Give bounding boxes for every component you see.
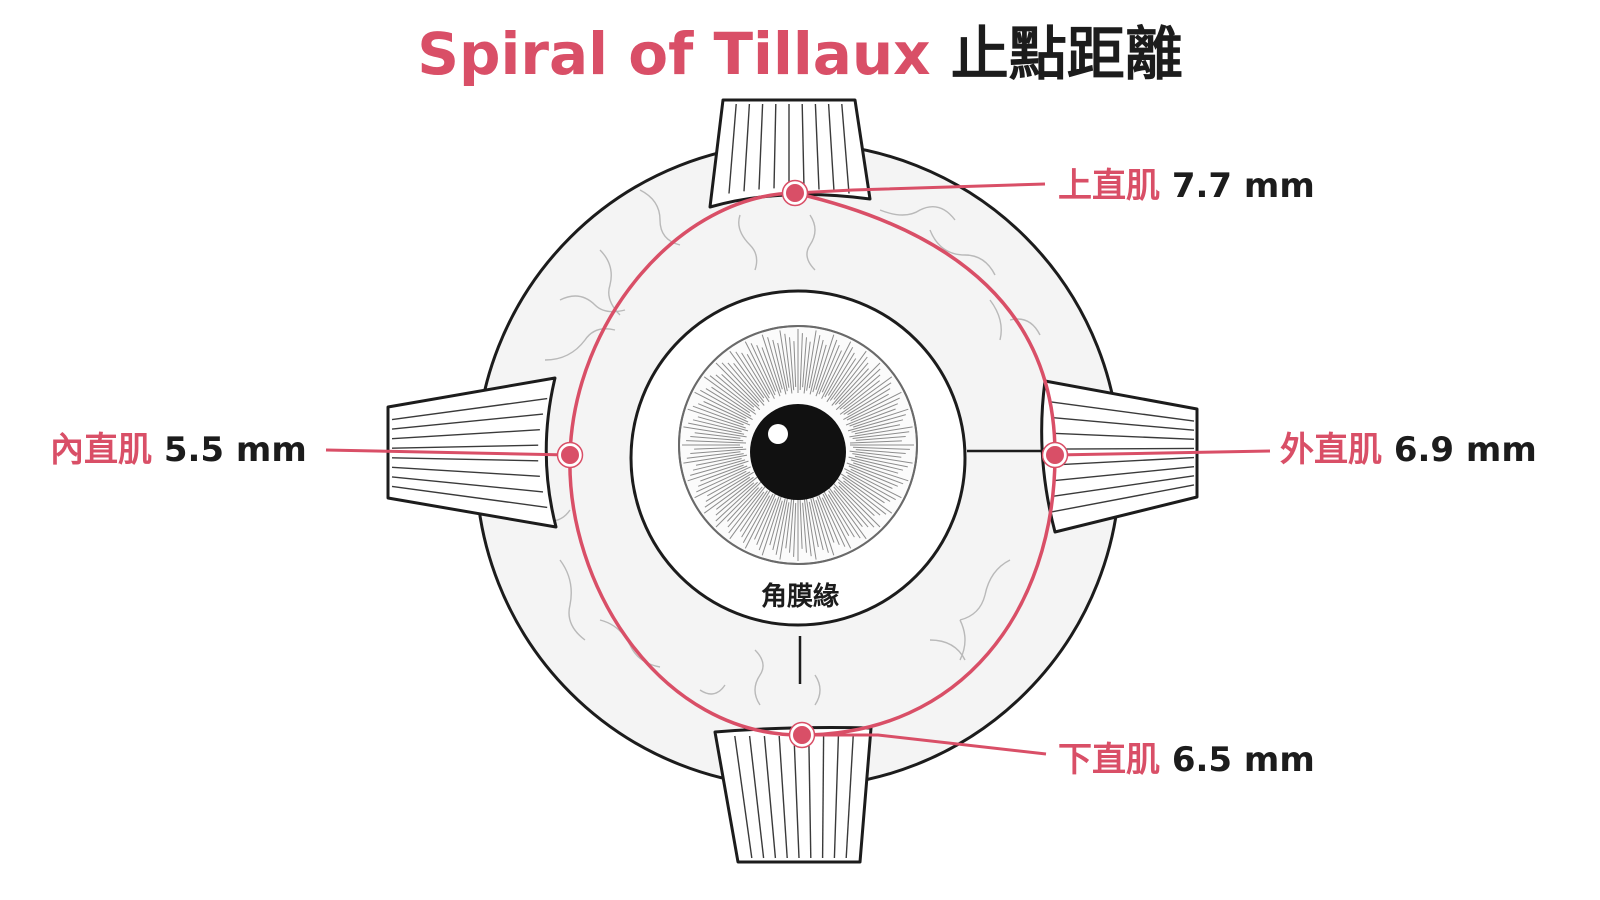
diagram-title: Spiral of Tillaux 止點距離	[0, 18, 1600, 90]
inferior-rectus-muscle	[713, 726, 873, 864]
label-inferior-rectus: 下直肌 6.5 mm	[1058, 738, 1315, 782]
pupil	[750, 404, 846, 500]
muscle-distance: 5.5 mm	[163, 430, 307, 470]
limbus-label: 角膜緣	[760, 582, 839, 612]
muscle-distance: 6.5 mm	[1171, 740, 1315, 780]
muscle-name: 下直肌	[1058, 740, 1160, 780]
lateral-rectus-muscle	[1040, 379, 1199, 534]
label-medial-rectus: 內直肌 5.5 mm	[50, 428, 307, 472]
iris-fibers	[682, 329, 914, 561]
muscle-name: 外直肌	[1280, 430, 1382, 470]
insertion-lateral	[1042, 442, 1068, 468]
muscle-name: 上直肌	[1058, 166, 1160, 206]
blood-vessels	[539, 189, 1041, 706]
title-chinese: 止點距離	[950, 20, 1183, 88]
muscle-name: 內直肌	[50, 430, 152, 470]
muscle-distance: 7.7 mm	[1171, 166, 1315, 206]
insertion-medial	[557, 442, 583, 468]
insertion-inferior	[789, 722, 815, 748]
title-english: Spiral of Tillaux	[417, 20, 931, 88]
insertion-superior	[782, 180, 808, 206]
pupil-highlight	[768, 424, 788, 444]
leader-lines	[325, 182, 1271, 756]
label-superior-rectus: 上直肌 7.7 mm	[1058, 164, 1315, 208]
leader-lateral	[1054, 449, 1271, 457]
label-lateral-rectus: 外直肌 6.9 mm	[1280, 428, 1537, 472]
insertion-points	[556, 179, 1069, 749]
leader-medial	[325, 448, 571, 457]
leader-superior	[794, 182, 1046, 195]
muscle-distance: 6.9 mm	[1393, 430, 1537, 470]
leader-inferior	[802, 733, 1047, 756]
